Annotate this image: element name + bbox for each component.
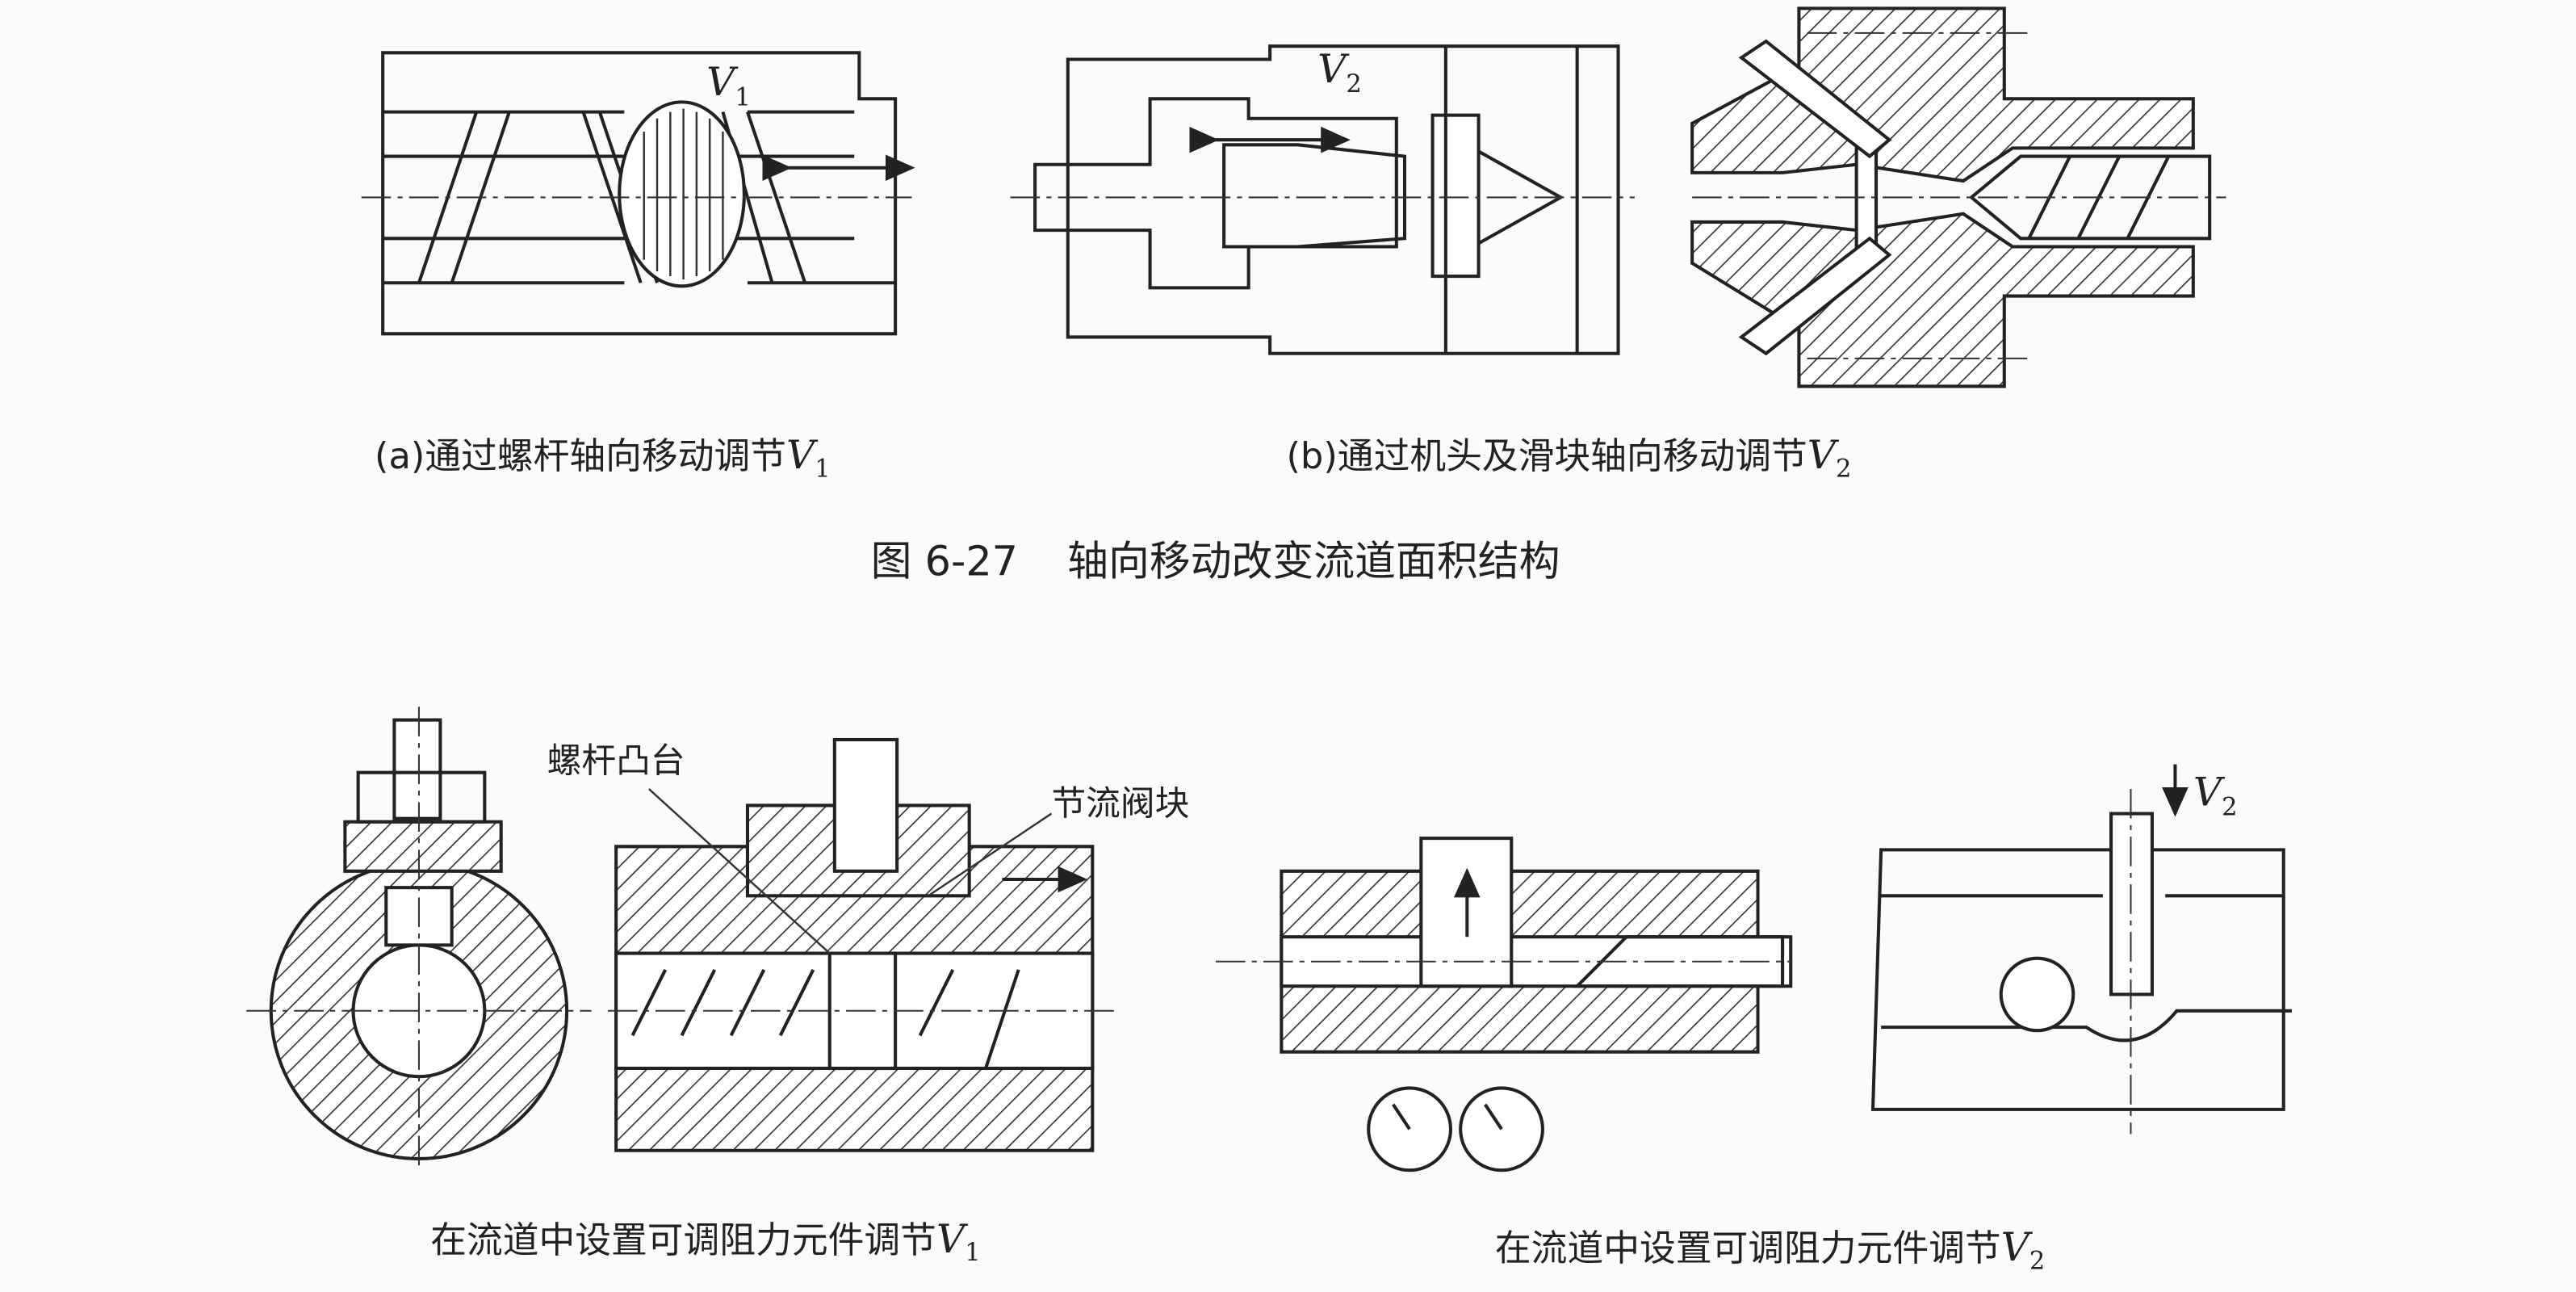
figure-b-v2-label: V2 xyxy=(1317,46,1362,99)
figure-f-pin-drawing: V2 xyxy=(1870,764,2292,1135)
screw-boss-callout: 螺杆凸台 xyxy=(547,741,685,782)
figure-c-head-section-drawing xyxy=(1690,6,2226,388)
figure-b-head-slider-drawing: V2 xyxy=(1010,44,1635,355)
figure-d-throttle-drawing: 螺杆凸台 节流阀块 xyxy=(246,707,1189,1168)
figure-a-v1-label: V1 xyxy=(706,59,751,111)
throttle-block-callout: 节流阀块 xyxy=(1051,784,1189,824)
figure-b-caption: (b)通过机头及滑块轴向移动调节V2 xyxy=(1286,432,1851,483)
figure-e-gauge-drawing xyxy=(1215,837,1793,1172)
figure-a-screw-axial-drawing: V1 xyxy=(361,51,915,336)
figure-f-v2-label: V2 xyxy=(2193,769,2238,821)
figure-e-caption: 在流道中设置可调阻力元件调节V2 xyxy=(1495,1224,2045,1275)
figure-d-caption: 在流道中设置可调阻力元件调节V1 xyxy=(430,1216,980,1267)
figure-a-caption: (a)通过螺杆轴向移动调节V1 xyxy=(375,432,831,483)
